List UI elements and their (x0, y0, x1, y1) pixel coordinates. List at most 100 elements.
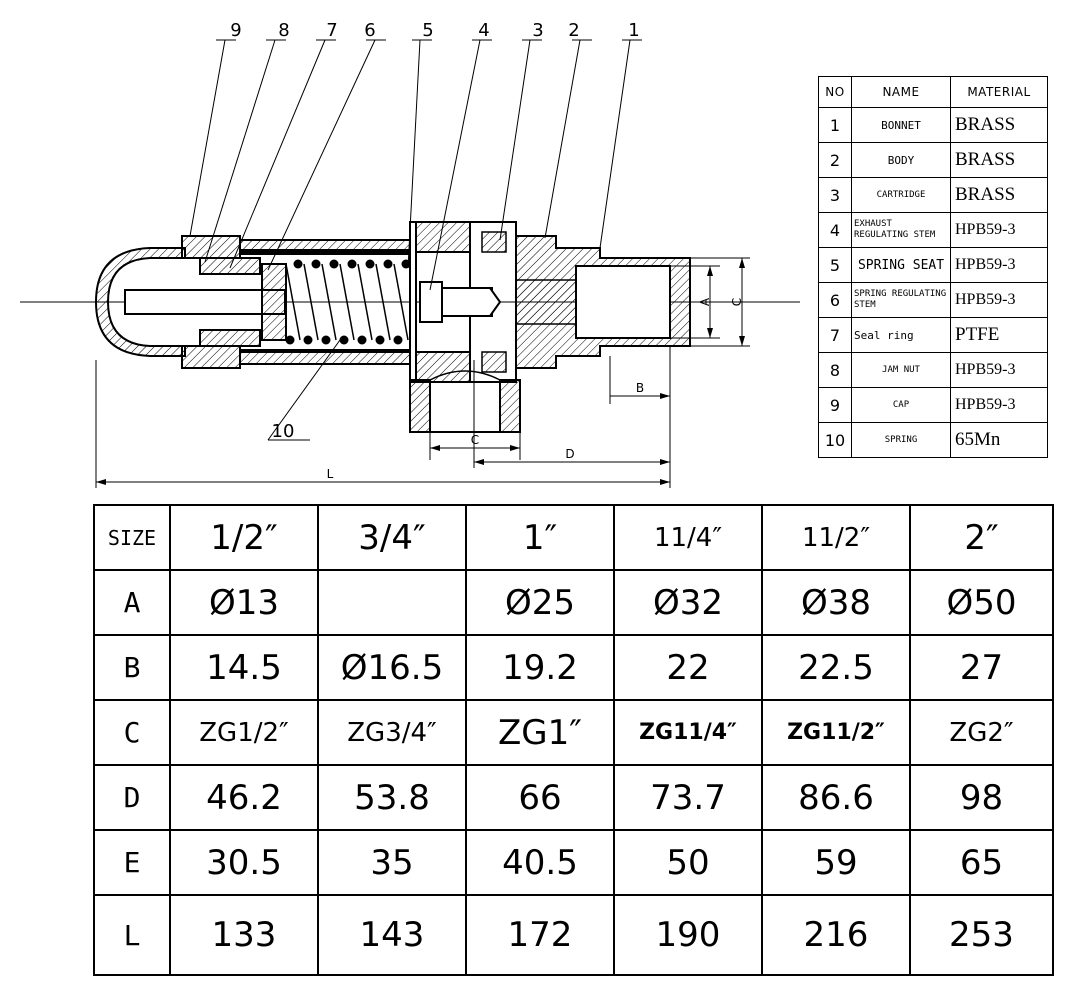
bom-material: BRASS (950, 142, 1048, 178)
bom-row: 7 Seal ring PTFE (818, 317, 1048, 353)
callout-4: 4 (478, 20, 489, 41)
size-cell: 98 (909, 764, 1054, 831)
size-cell: 65 (909, 829, 1054, 896)
size-cell: Ø13 (169, 569, 319, 636)
bom-material: HPB59-3 (950, 247, 1048, 283)
bom-name: BODY (851, 142, 951, 178)
bom-no: 8 (818, 352, 852, 388)
dim-label-d: D (565, 447, 574, 461)
dimension-arrows (96, 258, 745, 485)
bom-material: HPB59-3 (950, 387, 1048, 423)
size-cell: 53.8 (317, 764, 467, 831)
size-dimension-table: SIZE 1/2″ 3/4″ 1″ 11/4″ 11/2″ 2″ A Ø13 Ø… (93, 504, 1054, 976)
callout-numbers: 9 8 7 6 5 4 3 2 1 10 (230, 20, 639, 442)
bill-of-materials-table: NO NAME MATERIAL 1 BONNET BRASS 2 BODY B… (818, 76, 1048, 458)
callout-7: 7 (326, 20, 337, 41)
bom-row: 3 CARTRIDGE BRASS (818, 177, 1048, 213)
dim-label-a: A (698, 297, 712, 306)
size-cell: 216 (761, 894, 911, 976)
bom-row: 2 BODY BRASS (818, 142, 1048, 178)
bom-row: 10 SPRING 65Mn (818, 422, 1048, 458)
bom-name: CARTRIDGE (851, 177, 951, 213)
bom-name: SPRING (851, 422, 951, 458)
size-cell: Ø16.5 (317, 634, 467, 701)
callout-1: 1 (628, 20, 639, 41)
bom-row: 1 BONNET BRASS (818, 107, 1048, 143)
regulating-stem-part (124, 263, 287, 341)
size-cell: 30.5 (169, 829, 319, 896)
callout-leaders (189, 39, 642, 441)
size-row-label: A (93, 569, 171, 636)
size-cell: ZG2″ (909, 699, 1054, 766)
size-row-e: E 30.5 35 40.5 50 59 65 (93, 829, 1054, 896)
size-header-cell: 3/4″ (317, 504, 467, 571)
size-cell: 22.5 (761, 634, 911, 701)
callout-10: 10 (272, 421, 295, 442)
size-cell: 50 (613, 829, 763, 896)
size-cell (317, 569, 467, 636)
bom-header-no: NO (818, 76, 852, 108)
size-header-row: SIZE 1/2″ 3/4″ 1″ 11/4″ 11/2″ 2″ (93, 504, 1054, 571)
bom-no: 3 (818, 177, 852, 213)
callout-8: 8 (278, 20, 289, 41)
bom-name: BONNET (851, 107, 951, 143)
bom-header-material: MATERIAL (950, 76, 1048, 108)
bom-no: 2 (818, 142, 852, 178)
callout-5: 5 (422, 20, 433, 41)
bom-name: SPRING SEAT (851, 247, 951, 283)
size-cell: 172 (465, 894, 615, 976)
bom-no: 9 (818, 387, 852, 423)
bom-no: 6 (818, 282, 852, 318)
exhaust-stem-part (419, 281, 502, 323)
bom-material: HPB59-3 (950, 352, 1048, 388)
bom-material: HPB59-3 (950, 212, 1048, 248)
size-row-label: E (93, 829, 171, 896)
size-cell: ZG11/2″ (761, 699, 911, 766)
size-cell: Ø50 (909, 569, 1054, 636)
bom-name: JAM NUT (851, 352, 951, 388)
size-cell: 19.2 (465, 634, 615, 701)
size-cell: 40.5 (465, 829, 615, 896)
callout-2: 2 (568, 20, 579, 41)
dim-label-l: L (327, 467, 334, 481)
size-cell: 46.2 (169, 764, 319, 831)
size-header-cell: 1/2″ (169, 504, 319, 571)
size-cell: 190 (613, 894, 763, 976)
cap-part (94, 235, 241, 369)
size-cell: 86.6 (761, 764, 911, 831)
dimension-lines (95, 257, 750, 488)
size-cell: ZG11/4″ (613, 699, 763, 766)
size-cell: Ø25 (465, 569, 615, 636)
bom-material: HPB59-3 (950, 282, 1048, 318)
bom-row: 4 EXHAUST REGULATING STEM HPB59-3 (818, 212, 1048, 248)
bom-row: 8 JAM NUT HPB59-3 (818, 352, 1048, 388)
dim-label-b: B (636, 381, 644, 395)
size-header-cell: 1″ (465, 504, 615, 571)
size-cell: 59 (761, 829, 911, 896)
bom-no: 7 (818, 317, 852, 353)
size-row-d: D 46.2 53.8 66 73.7 86.6 98 (93, 764, 1054, 831)
size-cell: 133 (169, 894, 319, 976)
size-cell: 14.5 (169, 634, 319, 701)
callout-3: 3 (532, 20, 543, 41)
size-row-label: C (93, 699, 171, 766)
size-row-c: C ZG1/2″ ZG3/4″ ZG1″ ZG11/4″ ZG11/2″ ZG2… (93, 699, 1054, 766)
bom-material: BRASS (950, 107, 1048, 143)
size-cell: ZG3/4″ (317, 699, 467, 766)
bom-name: SPRING REGULATING STEM (851, 282, 951, 318)
size-cell: 22 (613, 634, 763, 701)
size-header-cell: 11/4″ (613, 504, 763, 571)
bom-no: 1 (818, 107, 852, 143)
size-cell: 143 (317, 894, 467, 976)
bom-row: 6 SPRING REGULATING STEM HPB59-3 (818, 282, 1048, 318)
bom-material: 65Mn (950, 422, 1048, 458)
size-cell: ZG1″ (465, 699, 615, 766)
size-row-label: L (93, 894, 171, 976)
bom-no: 10 (818, 422, 852, 458)
size-cell: ZG1/2″ (169, 699, 319, 766)
jam-nut-part (199, 257, 261, 347)
bom-name: Seal ring (851, 317, 951, 353)
bom-no: 5 (818, 247, 852, 283)
size-row-label: B (93, 634, 171, 701)
callout-9: 9 (230, 20, 241, 41)
